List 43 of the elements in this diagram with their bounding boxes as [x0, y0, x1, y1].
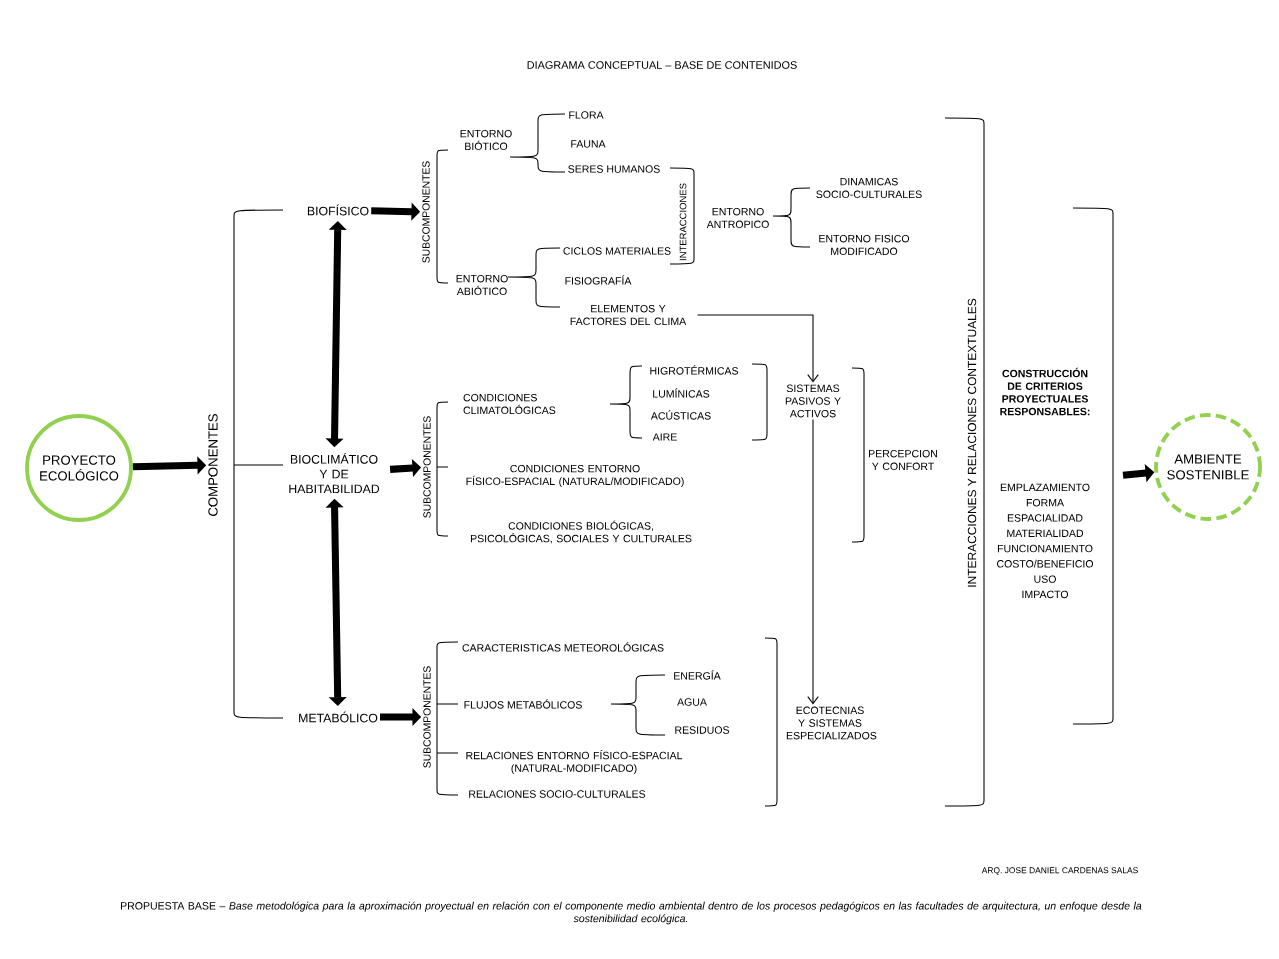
criteria-list: CONSTRUCCIÓN DE CRITERIOS PROYECTUALES RESPONSABLES: EMPLAZAMIENTO FORMA ESPACIALIDAD MATERIALIDAD FUNCIONAMIENTO COSTO/BENEFICIO USO IMPACTO	[997, 367, 1094, 599]
component-label: METABÓLICO	[299, 711, 378, 723]
concept-label: SISTEMAS PASIVOS Y ACTIVOS	[785, 384, 841, 418]
text-label: DINAMICAS SOCIO-CULTURALES	[816, 177, 922, 199]
text-label: ENTORNO FISICO MODIFICADO	[819, 234, 910, 256]
text-label: AIRE	[652, 433, 677, 441]
title: DIAGRAMA CONCEPTUAL – BASE DE CONTENIDOS	[527, 61, 797, 69]
concept-label: ECOTECNIAS Y SISTEMAS ESPECIALIZADOS	[786, 706, 877, 740]
caption: PROPUESTA BASE – Base metodológica para la aproximación proyectual en relación con el componente medio ambiental dentro de los procesos pedagógicos en las facultades de arquitectura, un enfoque desde la sostenibilidad ecológica.	[121, 901, 1142, 925]
text-label: ACÚSTICAS	[650, 410, 711, 420]
text-label: ENTORNO ABIÓTICO	[456, 274, 508, 296]
text-label: FISIOGRAFÍA	[565, 275, 632, 285]
text-label: ENTORNO BIÓTICO	[460, 129, 512, 151]
text-label: LUMÍNICAS	[653, 388, 710, 398]
text-label: INTERACCIONES	[679, 183, 687, 261]
text-label: CONDICIONES BIOLÓGICAS, PSICOLÓGICAS, SOCIALES Y CULTURALES	[470, 520, 692, 544]
arrow	[697, 314, 819, 383]
text-label: ENTORNO ANTROPICO	[706, 207, 769, 229]
vertical-label: SUBCOMPONENTES	[422, 161, 430, 263]
vertical-label: SUBCOMPONENTES	[423, 666, 431, 768]
text-label: FAUNA	[571, 140, 606, 148]
text-label: ARQ. JOSE DANIEL CARDENAS SALAS	[981, 867, 1138, 875]
text-label: CARACTERISTICAS METEOROLÓGICAS	[462, 642, 664, 652]
text-label: RESIDUOS	[675, 726, 730, 734]
text-label: CICLOS MATERIALES	[563, 247, 671, 255]
text-label: CONDICIONES CLIMATOLÓGICAS	[463, 393, 556, 415]
text-label: RELACIONES SOCIO-CULTURALES	[469, 790, 646, 798]
text-label: FLORA	[569, 111, 604, 119]
arrow	[807, 418, 819, 705]
vertical-label: SUBCOMPONENTES	[423, 416, 431, 518]
text-label: RELACIONES ENTORNO FÍSICO-ESPACIAL (NATURAL-MODIFICADO)	[466, 750, 683, 774]
text-label: CONDICIONES ENTORNO FÍSICO-ESPACIAL (NATURAL/MODIFICADO)	[466, 464, 684, 488]
concept-label: ELEMENTOS Y FACTORES DEL CLIMA	[570, 304, 687, 326]
text-label: ENERGÍA	[674, 670, 721, 680]
component-label: BIOFÍSICO	[307, 204, 369, 216]
text-label: PERCEPCION Y CONFORT	[869, 449, 937, 471]
text-label: INTERACCIONES Y RELACIONES CONTEXTUALES	[967, 298, 977, 587]
text-label: AGUA	[677, 698, 707, 706]
text-label: FLUJOS METABÓLICOS	[464, 699, 582, 709]
component-label: BIOCLIMÁTICO Y DE HABITABILIDAD	[289, 452, 380, 494]
text-label: HIGROTÉRMICAS	[650, 365, 739, 375]
vertical-label: COMPONENTES	[208, 414, 218, 516]
text-label: SERES HUMANOS	[568, 165, 660, 173]
